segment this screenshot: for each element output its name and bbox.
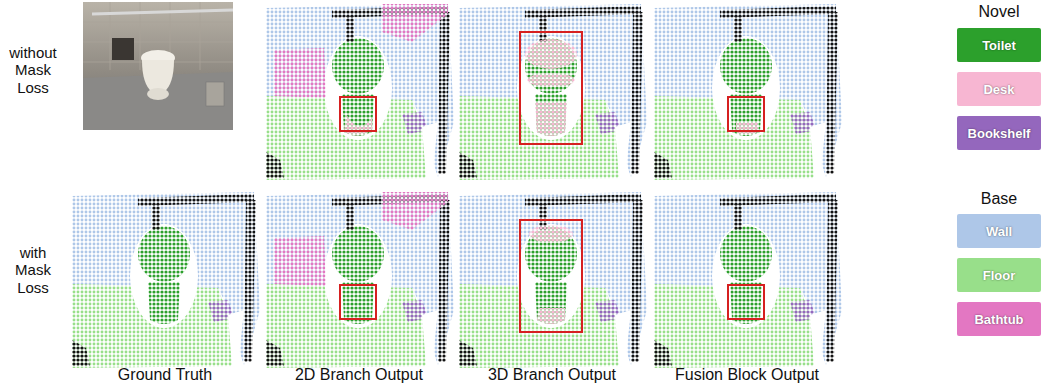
legend-swatch: Bathtub xyxy=(957,302,1041,336)
desk-error xyxy=(736,122,758,135)
scene-photo xyxy=(83,2,233,130)
column-label: Ground Truth xyxy=(70,366,260,384)
legend-text: Bathtub xyxy=(974,312,1023,327)
point-cloud xyxy=(459,4,647,180)
row-label: without Mask Loss xyxy=(2,44,64,96)
desk-error xyxy=(525,39,577,136)
column-label: 3D Branch Output xyxy=(457,366,647,384)
legend-swatch: Bookshelf xyxy=(957,116,1041,150)
row-label: with Mask Loss xyxy=(2,244,64,296)
point-cloud xyxy=(654,4,842,180)
legend-heading: Base xyxy=(954,190,1044,208)
legend-swatch: Wall xyxy=(957,214,1041,248)
legend-text: Bookshelf xyxy=(968,126,1031,141)
legend-swatch: Toilet xyxy=(957,28,1041,62)
legend-heading: Novel xyxy=(954,3,1044,21)
legend-text: Toilet xyxy=(982,38,1016,53)
highlight-box xyxy=(340,32,764,332)
bathtub-error xyxy=(274,192,448,286)
point-cloud xyxy=(266,4,454,180)
point-cloud xyxy=(72,192,260,368)
point-cloud xyxy=(459,192,647,368)
legend-swatch: Desk xyxy=(957,72,1041,106)
bathtub-error xyxy=(274,4,448,136)
desk-error xyxy=(529,225,573,324)
legend-text: Wall xyxy=(986,224,1012,239)
column-label: 2D Branch Output xyxy=(264,366,454,384)
legend-swatch: Floor xyxy=(957,258,1041,292)
point-cloud xyxy=(266,192,454,368)
column-label: Fusion Block Output xyxy=(652,366,842,384)
legend-text: Floor xyxy=(983,268,1016,283)
legend-text: Desk xyxy=(983,82,1014,97)
point-cloud xyxy=(654,192,842,368)
